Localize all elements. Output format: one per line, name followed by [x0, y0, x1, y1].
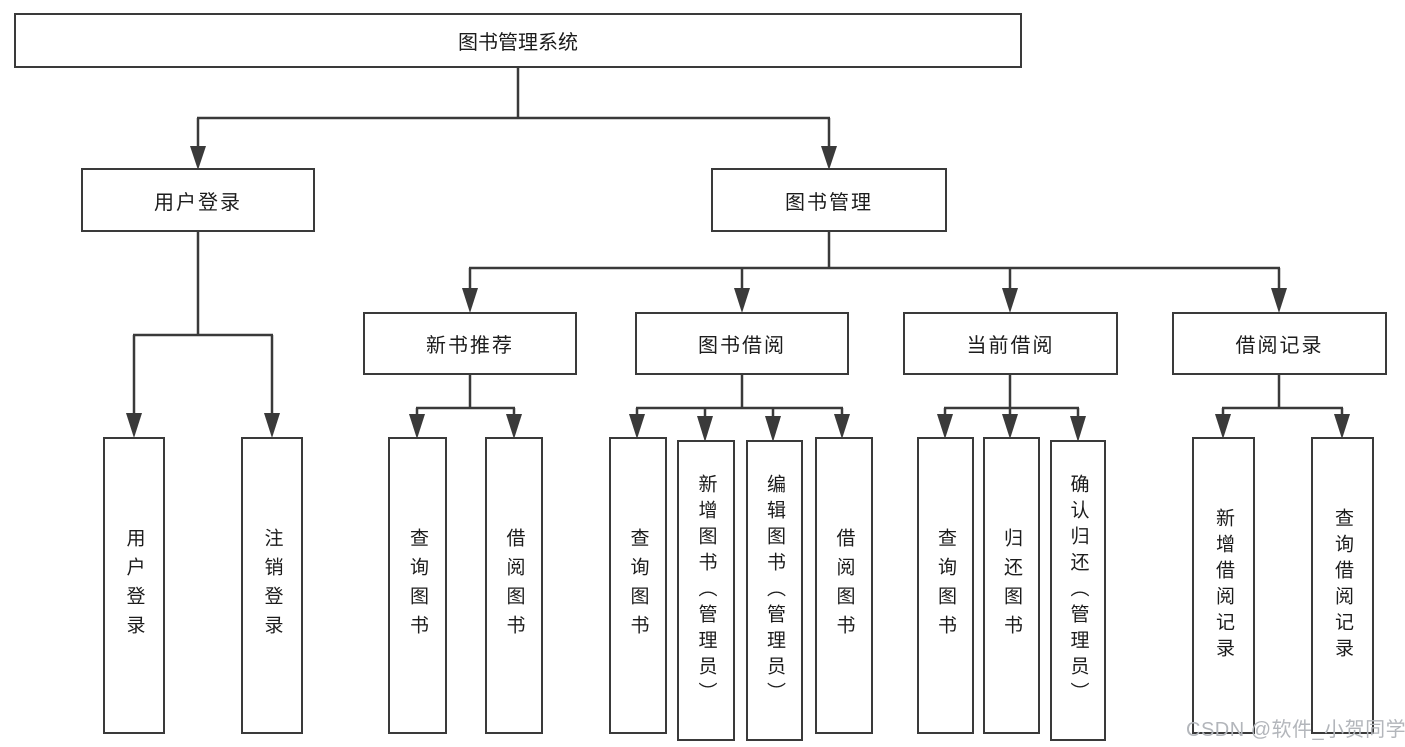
arrowheads-current-borrow-branch: [937, 414, 1086, 442]
leaf-edit-book-admin: 编辑图书（管理员）: [746, 440, 803, 741]
leaf-logout: 注销登录: [241, 437, 303, 734]
leaf-borrow-books-1: 借阅图书: [485, 437, 543, 734]
node-label: 借阅记录: [1235, 335, 1324, 357]
leaf-user-login: 用户登录: [103, 437, 165, 734]
leaf-label: 查询借阅记录: [1332, 507, 1353, 664]
connector-new-book-recommend-branch: [415, 375, 516, 416]
node-label: 图书借阅: [698, 335, 786, 357]
leaf-query-books-3: 查询图书: [917, 437, 974, 734]
arrowheads-book-borrow-branch: [629, 414, 850, 442]
node-book-management: 图书管理: [711, 168, 947, 232]
node-label: 新书推荐: [426, 335, 514, 357]
leaf-label: 确认归还（管理员）: [1067, 473, 1089, 708]
watermark: CSDN @软件_小贺同学: [1186, 719, 1405, 741]
leaf-label: 查询图书: [407, 527, 428, 644]
connector-root-to-level2: [196, 68, 831, 148]
leaf-add-book-admin: 新增图书（管理员）: [677, 440, 735, 741]
node-new-book-recommend: 新书推荐: [363, 312, 577, 375]
leaf-label: 用户登录: [123, 527, 145, 644]
leaf-label: 借阅图书: [503, 527, 525, 644]
leaf-label: 注销登录: [261, 527, 283, 644]
arrowheads-new-book-recommend-branch: [409, 414, 522, 439]
leaf-label: 归还图书: [1001, 527, 1022, 644]
leaf-borrow-books-2: 借阅图书: [815, 437, 873, 734]
leaf-return-book: 归还图书: [983, 437, 1040, 734]
node-library-management-system: 图书管理系统: [14, 13, 1022, 68]
leaf-label: 查询图书: [935, 527, 956, 644]
node-label: 用户登录: [154, 191, 242, 214]
leaf-confirm-return-admin: 确认归还（管理员）: [1050, 440, 1106, 741]
leaf-label: 新增图书（管理员）: [695, 473, 717, 708]
node-user-login: 用户登录: [81, 168, 315, 232]
node-book-borrow: 图书借阅: [635, 312, 849, 375]
arrowheads-book-management-branch: [462, 288, 1287, 313]
leaf-label: 编辑图书（管理员）: [764, 473, 785, 708]
leaf-query-books-2: 查询图书: [609, 437, 667, 734]
connector-book-management-branch: [468, 232, 1281, 290]
connector-book-borrow-branch: [635, 375, 844, 418]
leaf-label: 借阅图书: [833, 527, 855, 644]
node-label: 当前借阅: [966, 335, 1055, 357]
leaf-query-borrow-record: 查询借阅记录: [1311, 437, 1374, 734]
node-label: 图书管理系统: [458, 32, 578, 54]
connector-borrow-records-branch: [1221, 375, 1344, 416]
leaf-label: 新增借阅记录: [1213, 507, 1234, 664]
arrowheads-root-to-level2: [190, 146, 837, 170]
leaf-label: 查询图书: [627, 527, 649, 644]
arrowheads-user-login-branch: [126, 413, 280, 438]
node-current-borrow: 当前借阅: [903, 312, 1118, 375]
arrowheads-borrow-records-branch: [1215, 414, 1350, 439]
node-borrow-records: 借阅记录: [1172, 312, 1387, 375]
leaf-query-books-1: 查询图书: [388, 437, 447, 734]
connector-user-login-branch: [132, 232, 274, 415]
leaf-add-borrow-record: 新增借阅记录: [1192, 437, 1255, 734]
node-label: 图书管理: [785, 191, 873, 214]
connector-current-borrow-branch: [943, 375, 1080, 418]
